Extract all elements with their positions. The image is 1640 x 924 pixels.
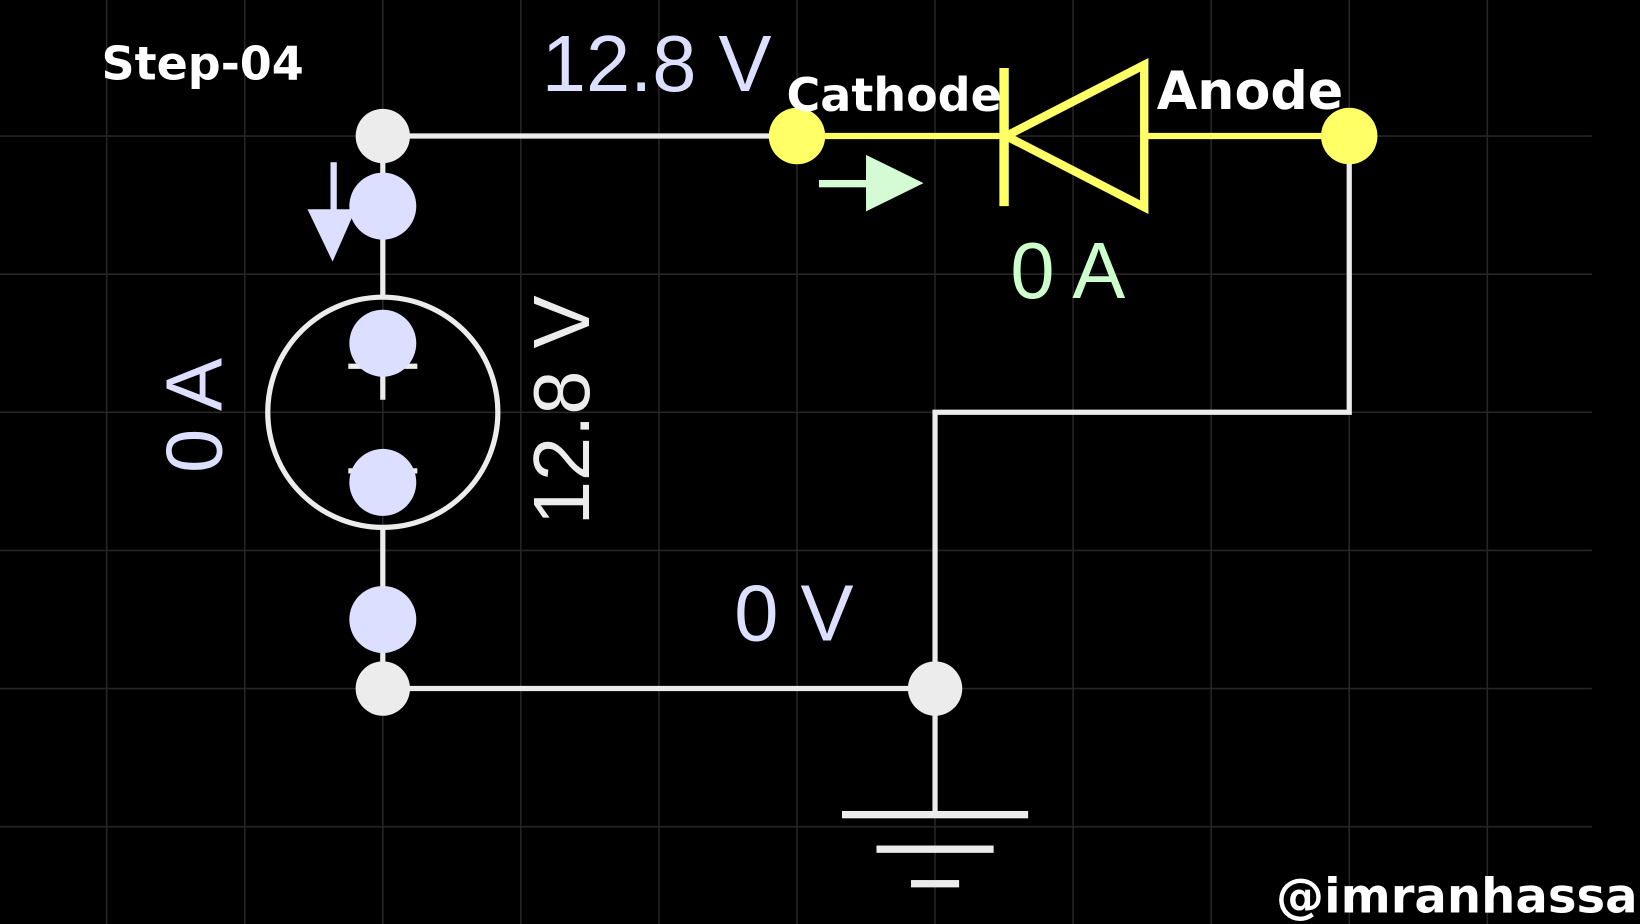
arrow-right-icon [818, 154, 924, 212]
junction-node[interactable] [355, 661, 410, 716]
cathode-node[interactable] [768, 107, 826, 165]
probe-node[interactable] [349, 172, 417, 240]
top-node-voltage: 12.8 V [542, 19, 772, 108]
probe-node[interactable] [349, 309, 417, 377]
anode-label: Anode [1157, 61, 1344, 122]
watermark: @imranhassan [1276, 868, 1640, 924]
probe-node[interactable] [349, 586, 417, 653]
cathode-label: Cathode [787, 68, 1002, 122]
arrow-down-icon [307, 162, 356, 262]
source-voltage: 12.8 V [517, 295, 606, 525]
step-title: Step-04 [101, 37, 303, 91]
diode-current: 0 A [1010, 226, 1125, 315]
junction-node[interactable] [355, 108, 410, 164]
junction-node[interactable] [907, 661, 963, 716]
source-current: 0 A [150, 358, 239, 473]
diode-icon[interactable] [796, 58, 1350, 215]
anode-node[interactable] [1320, 107, 1378, 165]
ground-icon [841, 810, 1029, 888]
ground-node-voltage: 0 V [734, 568, 853, 657]
wire-anode-return[interactable] [932, 136, 1352, 689]
probe-node[interactable] [349, 448, 417, 516]
